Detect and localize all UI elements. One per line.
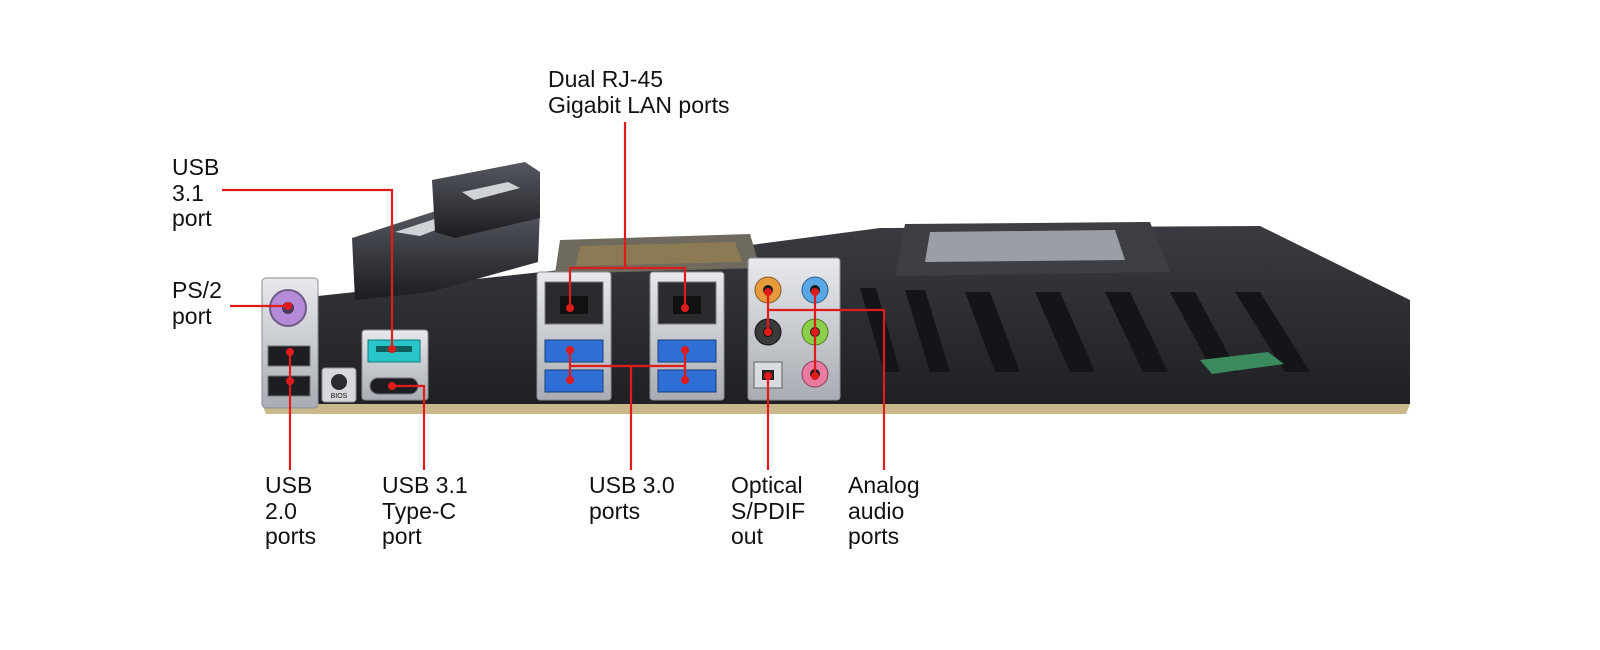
label-line: USB [172, 154, 220, 180]
label-optical-spdif: Optical S/PDIF out [731, 472, 806, 550]
label-line: out [731, 523, 763, 549]
io-audio-block [747, 257, 841, 401]
label-line: USB 3.0 [589, 472, 675, 498]
label-line: PS/2 [172, 277, 222, 303]
label-line: S/PDIF [731, 497, 806, 524]
callout-line-usb31 [222, 188, 394, 349]
label-line: Gigabit LAN ports [548, 91, 730, 118]
callout-line-typec [392, 384, 426, 470]
label-line: ports [265, 523, 317, 549]
label-line: Optical [731, 472, 803, 498]
label-line: audio [848, 497, 905, 524]
label-line: 3.1 [172, 179, 204, 206]
label-line: port [382, 523, 422, 549]
label-line: port [172, 302, 212, 329]
usb30-port-2 [544, 369, 604, 393]
label-analog-audio: Analog audio ports [848, 472, 920, 550]
label-line: USB 3.1 [382, 472, 468, 498]
callout-lines [222, 122, 886, 470]
label-line: ports [848, 523, 900, 549]
label-line: Type-C [382, 497, 457, 524]
label-line: USB [265, 472, 313, 498]
label-usb30-ports: USB 3.0 ports [589, 472, 675, 524]
label-ps2-port: PS/2 port [172, 277, 222, 329]
callout-line-usb30 [568, 350, 633, 470]
callout-line-rj45 [568, 122, 627, 308]
io-lan-usb3-right [649, 271, 725, 401]
callout-dots [284, 288, 819, 390]
label-dual-rj45: Dual RJ-45 Gigabit LAN ports [548, 66, 730, 118]
label-line: ports [589, 497, 641, 524]
label-usb31-typec: USB 3.1 Type-C port [382, 472, 468, 550]
bios-button: BIOS [321, 367, 357, 403]
chipset-heatsink [895, 222, 1170, 276]
label-usb20-ports: USB 2.0 ports [265, 472, 317, 550]
cpu-socket [555, 234, 760, 274]
io-lan-usb3-left [536, 271, 612, 401]
bios-chip-label: BIOS [331, 393, 348, 400]
vrm-heatsink [352, 162, 540, 300]
label-line: Dual RJ-45 [548, 66, 664, 92]
io-usb31-stack [361, 329, 429, 401]
usb30-port-1 [544, 339, 604, 363]
label-usb31-port: USB 3.1 port [172, 154, 220, 232]
label-line: Analog [848, 472, 920, 498]
label-line: port [172, 205, 212, 231]
m2-module [1200, 352, 1284, 374]
label-line: 2.0 [265, 497, 297, 524]
